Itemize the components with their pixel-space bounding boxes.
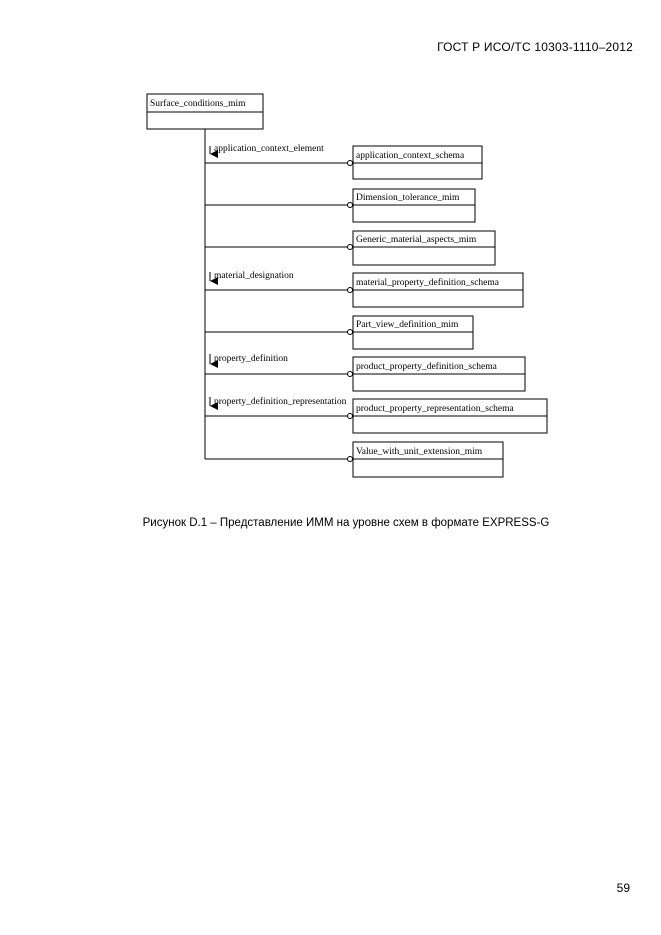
schema-name: product_property_representation_schema <box>356 404 515 414</box>
schema-name: Value_with_unit_extension_mim <box>356 447 483 457</box>
figure-caption: Рисунок D.1 – Представление ИММ на уровн… <box>142 517 550 529</box>
relationship-label: application_context_element <box>214 144 324 154</box>
relationship-label: property_definition_representation <box>214 396 347 407</box>
schema-name: material_property_definition_schema <box>356 277 500 288</box>
page-number: 59 <box>616 881 630 895</box>
schema-box-material-property-definition-schema: material_property_definition_schema mate… <box>205 271 524 308</box>
root-schema-box: Surface_conditions_mim <box>146 93 264 130</box>
document-header: ГОСТ Р ИСО/ТС 10303-1110–2012 <box>437 40 633 54</box>
schema-name: application_context_schema <box>356 151 465 161</box>
schema-name: Dimension_tolerance_mim <box>356 193 460 203</box>
schema-box-part-view-definition-mim: Part_view_definition_mim <box>205 315 474 350</box>
schema-box-value-with-unit-extension-mim: Value_with_unit_extension_mim <box>205 441 504 478</box>
schema-box-application-context-schema: application_context_schema application_c… <box>205 144 483 180</box>
schema-name: Generic_material_aspects_mim <box>356 235 477 245</box>
express-g-diagram: Surface_conditions_mim application_conte… <box>146 93 548 478</box>
schema-name: Part_view_definition_mim <box>356 319 459 330</box>
schema-box-product-property-definition-schema: product_property_definition_schema prope… <box>205 353 526 392</box>
schema-box-generic-material-aspects-mim: Generic_material_aspects_mim <box>205 230 496 266</box>
relationship-label: material_designation <box>214 271 294 281</box>
relationship-label: property_definition <box>214 353 288 364</box>
schema-box-dimension-tolerance-mim: Dimension_tolerance_mim <box>205 188 476 223</box>
schema-box-product-property-representation-schema: product_property_representation_schema p… <box>205 396 548 434</box>
root-schema-name: Surface_conditions_mim <box>150 98 246 109</box>
schema-name: product_property_definition_schema <box>356 361 498 372</box>
